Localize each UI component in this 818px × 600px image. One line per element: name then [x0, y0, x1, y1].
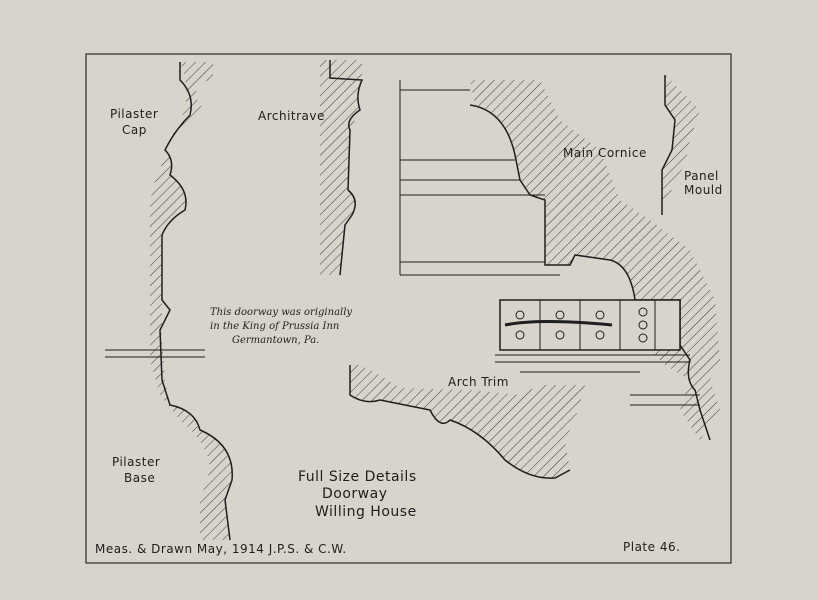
- plate-border: [85, 53, 732, 564]
- label-panel-mould: Panel: [684, 169, 719, 183]
- label-panel-mould-2: Mould: [684, 183, 723, 197]
- title-line-2: Doorway: [322, 486, 387, 502]
- arch-trim-profile: [349, 365, 585, 479]
- label-architrave: Architrave: [258, 109, 325, 123]
- note-line-3: Germantown, Pa.: [232, 335, 319, 346]
- credit-line: Meas. & Drawn May, 1914 J.P.S. & C.W.: [95, 542, 347, 556]
- label-pilaster-base-2: Base: [124, 471, 155, 485]
- note-line-1: This doorway was originally: [210, 307, 352, 318]
- label-main-cornice: Main Cornice: [563, 146, 647, 160]
- title-line-1: Full Size Details: [298, 469, 417, 485]
- note-line-2: in the King of Prussia Inn: [210, 321, 339, 332]
- title-line-3: Willing House: [315, 504, 417, 520]
- label-arch-trim: Arch Trim: [448, 375, 509, 389]
- plate-number: Plate 46.: [623, 540, 680, 554]
- architrave-profile: [320, 60, 364, 276]
- label-pilaster-cap-2: Cap: [122, 123, 147, 137]
- label-pilaster-base: Pilaster: [112, 455, 160, 469]
- main-cornice-profile: [399, 80, 720, 441]
- pilaster-profile: [105, 62, 233, 541]
- label-pilaster-cap: Pilaster: [110, 107, 158, 121]
- panel-mould-profile: [661, 75, 700, 215]
